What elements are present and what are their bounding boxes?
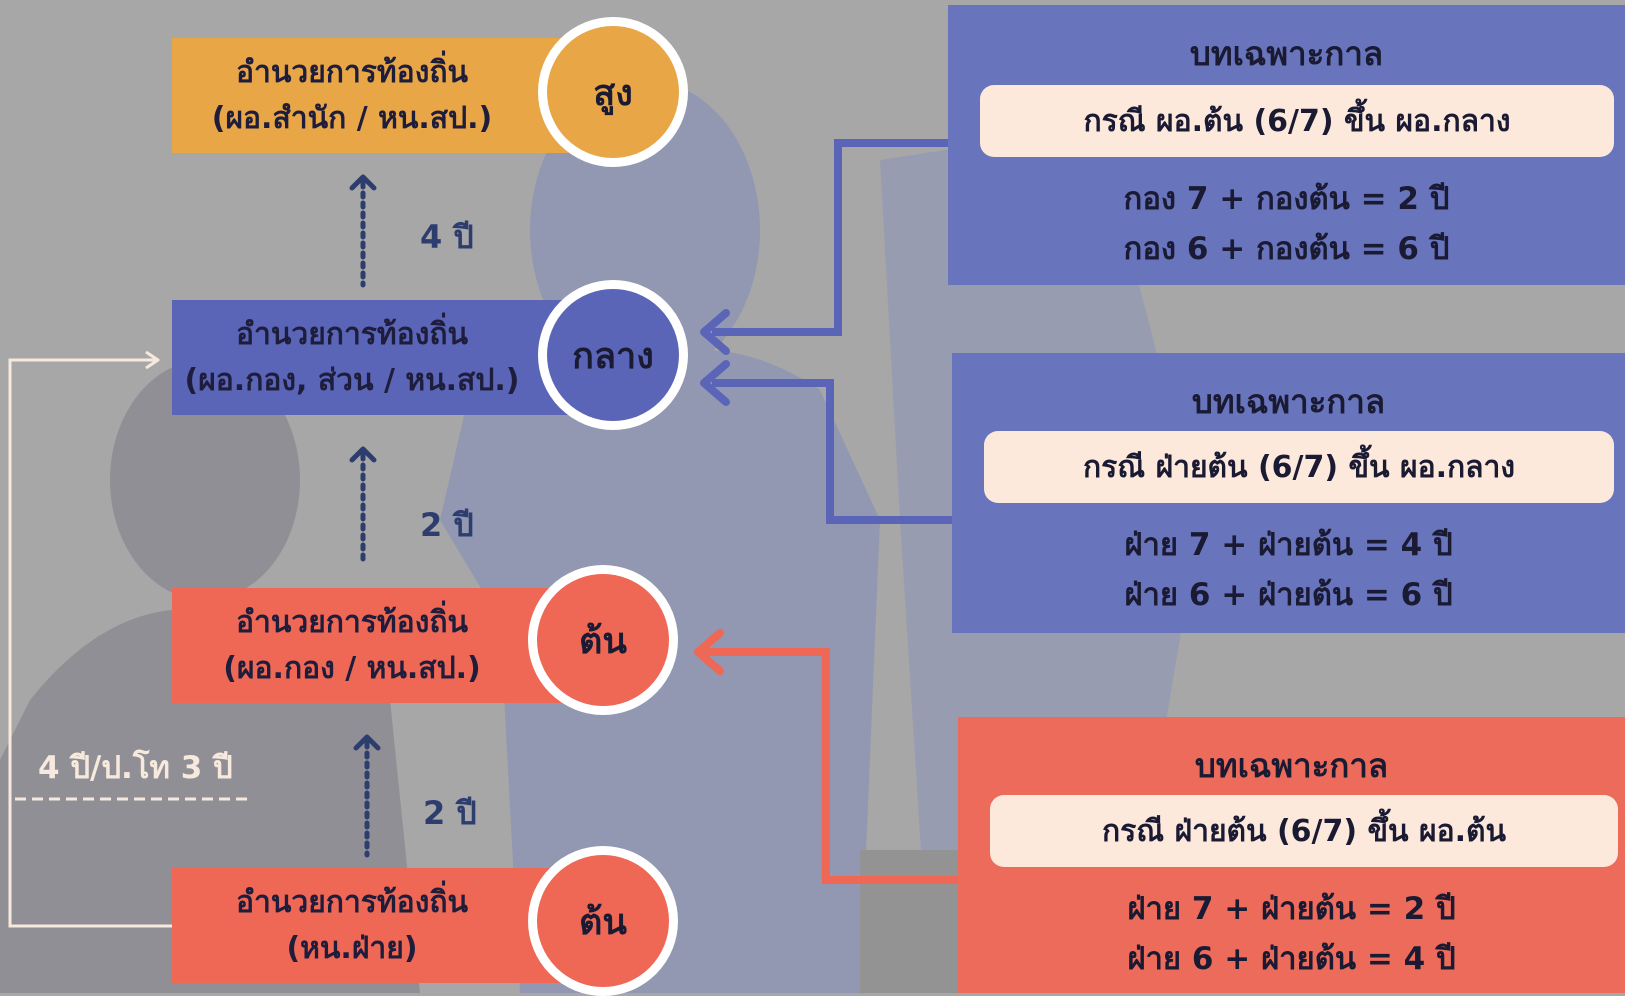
panel-case: กรณี ผอ.ต้น (6/7) ขึ้น ผอ.กลาง — [980, 85, 1614, 157]
step-years-high: 4 ปี — [420, 218, 474, 256]
panel-rule: ฝ่าย 6 + ฝ่ายต้น = 6 ปี — [1124, 577, 1453, 613]
level-subtitle: (หน.ฝ่าย) — [286, 930, 418, 966]
panel-rule: กอง 7 + กองต้น = 2 ปี — [1123, 181, 1450, 217]
transitional-panel-1: บทเฉพาะกาล กรณี ผอ.ต้น (6/7) ขึ้น ผอ.กลา… — [948, 5, 1625, 285]
badge-label: ต้น — [579, 901, 627, 943]
level-subtitle: (ผอ.กอง, ส่วน / หน.สป.) — [184, 362, 520, 398]
level-subtitle: (ผอ.สำนัก / หน.สป.) — [211, 100, 493, 136]
panel-rule: ฝ่าย 6 + ฝ่ายต้น = 4 ปี — [1127, 941, 1456, 977]
panel-rule: ฝ่าย 7 + ฝ่ายต้น = 4 ปี — [1124, 527, 1453, 563]
panel-rule: ฝ่าย 7 + ฝ่ายต้น = 2 ปี — [1127, 891, 1456, 927]
level-subtitle: (ผอ.กอง / หน.สป.) — [223, 650, 481, 686]
badge-label: ต้น — [579, 620, 627, 662]
level-box-low-section: อำนวยการท้องถิ่น (หน.ฝ่าย) — [172, 868, 602, 983]
badge-low-director: ต้น — [528, 565, 678, 715]
panel-title: บทเฉพาะกาล — [1191, 382, 1386, 421]
badge-label: สูง — [593, 72, 633, 114]
badge-low-section: ต้น — [528, 846, 678, 996]
badge-high: สูง — [538, 17, 688, 167]
panel-title: บทเฉพาะกาล — [1189, 34, 1384, 73]
badge-mid: กลาง — [538, 280, 688, 430]
level-title: อำนวยการท้องถิ่น — [235, 604, 469, 640]
level-box-low-director: อำนวยการท้องถิ่น (ผอ.กอง / หน.สป.) — [172, 588, 602, 703]
level-box-mid: อำนวยการท้องถิ่น (ผอ.กอง, ส่วน / หน.สป.) — [172, 300, 602, 415]
level-title: อำนวยการท้องถิ่น — [235, 316, 469, 352]
panel-case: กรณี ฝ่ายต้น (6/7) ขึ้น ผอ.กลาง — [984, 431, 1614, 503]
panel-case: กรณี ฝ่ายต้น (6/7) ขึ้น ผอ.ต้น — [990, 795, 1618, 867]
level-title: อำนวยการท้องถิ่น — [235, 884, 469, 920]
transitional-panel-2: บทเฉพาะกาล กรณี ฝ่ายต้น (6/7) ขึ้น ผอ.กล… — [952, 353, 1625, 633]
level-title: อำนวยการท้องถิ่น — [235, 54, 469, 90]
bypass-years-label: 4 ปี/ป.โท 3 ปี — [38, 750, 233, 786]
panel-rule: กอง 6 + กองต้น = 6 ปี — [1123, 231, 1450, 267]
step-years-mid: 2 ปี — [420, 506, 474, 544]
panel-title: บทเฉพาะกาล — [1194, 746, 1389, 785]
badge-label: กลาง — [572, 335, 654, 377]
transitional-panel-3: บทเฉพาะกาล กรณี ฝ่ายต้น (6/7) ขึ้น ผอ.ต้… — [958, 717, 1625, 993]
level-box-high: อำนวยการท้องถิ่น (ผอ.สำนัก / หน.สป.) — [172, 38, 602, 153]
step-years-low: 2 ปี — [423, 794, 477, 832]
